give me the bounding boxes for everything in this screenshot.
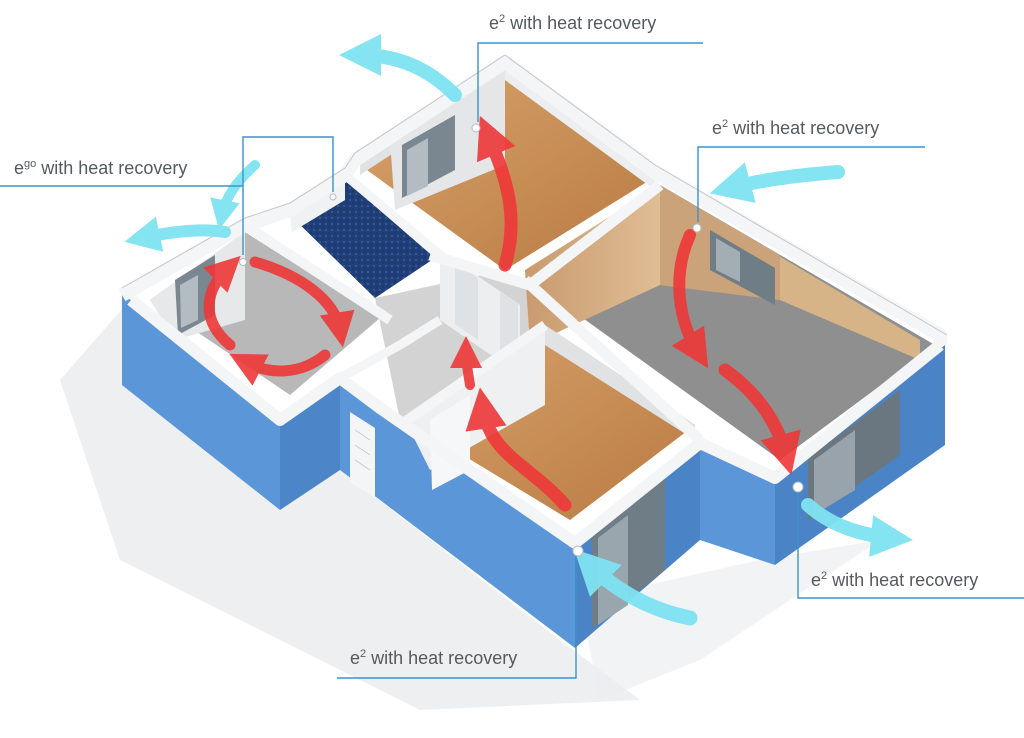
vent-unit-front: [573, 546, 583, 556]
label-symbol: e: [350, 648, 360, 668]
label-symbol: e: [811, 570, 821, 590]
label-text: with heat recovery: [728, 118, 879, 138]
fresh-airflow-arrow-right-intake: [730, 172, 838, 188]
label-e2-right-upper: e2 with heat recovery: [712, 117, 879, 139]
vent-unit-living: [693, 224, 701, 232]
vent-unit-top: [472, 124, 480, 132]
label-text: with heat recovery: [366, 648, 517, 668]
vent-unit-left: [240, 259, 247, 266]
label-e2-right-lower: e2 with heat recovery: [811, 569, 978, 591]
label-text: with heat recovery: [827, 570, 978, 590]
warm-airflow-arrow-hallway: [466, 352, 470, 385]
label-e2-bottom: e2 with heat recovery: [350, 647, 517, 669]
label-symbol: e: [489, 13, 499, 33]
label-text: with heat recovery: [505, 13, 656, 33]
label-text: with heat recovery: [36, 158, 187, 178]
fresh-airflow-arrow-left-intake: [222, 165, 255, 215]
fresh-airflow-arrow-top-exhaust: [360, 55, 455, 95]
vent-unit-right: [793, 482, 803, 492]
label-superscript: go: [24, 158, 36, 170]
label-ego-left-upper: ego with heat recovery: [14, 157, 187, 179]
vent-unit-bath: [330, 194, 336, 200]
label-symbol: e: [712, 118, 722, 138]
label-e2-top: e2 with heat recovery: [489, 12, 656, 34]
label-symbol: e: [14, 158, 24, 178]
